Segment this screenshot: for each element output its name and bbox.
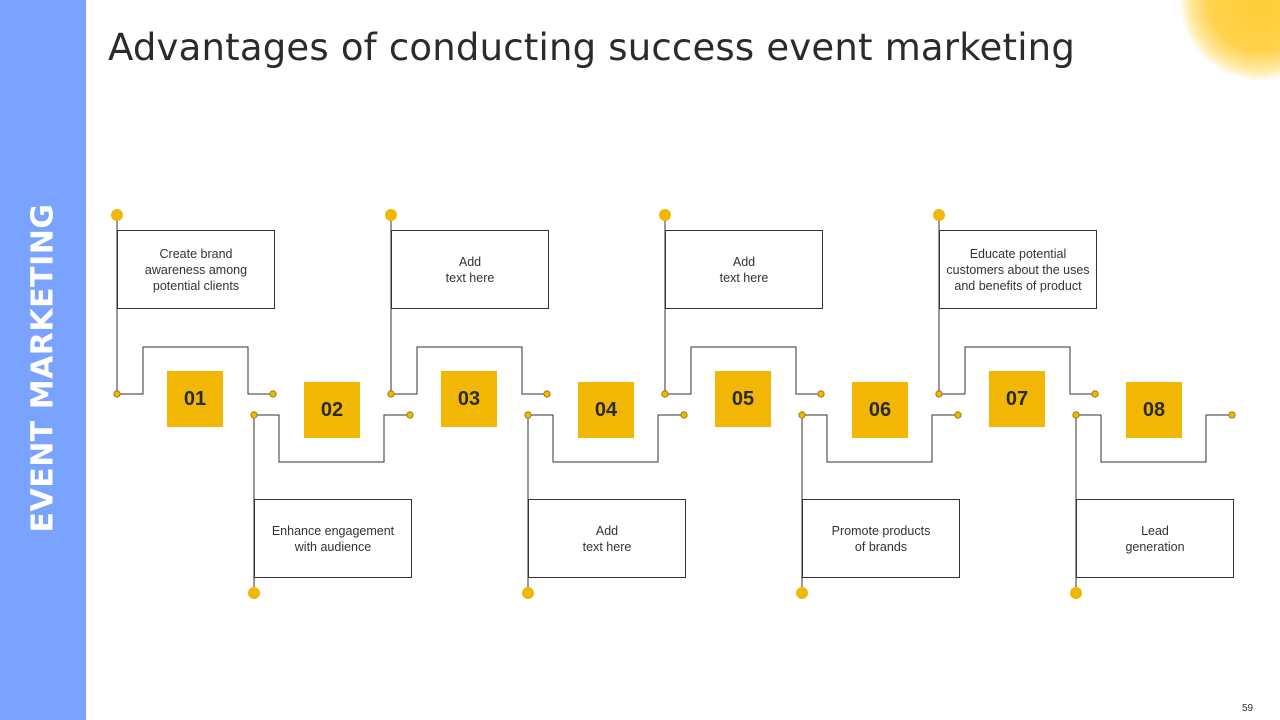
page-number: 59 [1242, 703, 1254, 714]
step-number-08: 08 [1126, 382, 1182, 438]
sidebar: EVENT MARKETING [0, 0, 86, 720]
junction-dot-left-03 [387, 390, 395, 398]
step-box-02: Enhance engagement with audience [254, 499, 412, 578]
step-number-02: 02 [304, 382, 360, 438]
step-text-08: Lead generation [1125, 523, 1185, 554]
step-box-08: Lead generation [1076, 499, 1234, 578]
step-text-02: Enhance engagement with audience [271, 523, 395, 554]
junction-dot-right-07 [1091, 390, 1099, 398]
end-dot-08 [1070, 587, 1082, 599]
end-dot-02 [248, 587, 260, 599]
step-number-06: 06 [852, 382, 908, 438]
step-number-04: 04 [578, 382, 634, 438]
end-dot-05 [659, 209, 671, 221]
step-number-01: 01 [167, 371, 223, 427]
step-text-05: Add text here [719, 254, 769, 285]
step-text-06: Promote products of brands [831, 523, 931, 554]
junction-dot-left-04 [524, 411, 532, 419]
step-box-04: Add text here [528, 499, 686, 578]
junction-dot-right-04 [680, 411, 688, 419]
step-box-03: Add text here [391, 230, 549, 309]
junction-dot-right-03 [543, 390, 551, 398]
end-dot-04 [522, 587, 534, 599]
step-number-03: 03 [441, 371, 497, 427]
step-number-07: 07 [989, 371, 1045, 427]
step-box-01: Create brand awareness among potential c… [117, 230, 275, 309]
step-box-06: Promote products of brands [802, 499, 960, 578]
end-dot-06 [796, 587, 808, 599]
junction-dot-right-05 [817, 390, 825, 398]
junction-dot-left-06 [798, 411, 806, 419]
step-box-05: Add text here [665, 230, 823, 309]
step-number-05: 05 [715, 371, 771, 427]
junction-dot-left-05 [661, 390, 669, 398]
step-text-07: Educate potential customers about the us… [946, 246, 1090, 293]
step-text-04: Add text here [582, 523, 632, 554]
end-dot-01 [111, 209, 123, 221]
end-dot-07 [933, 209, 945, 221]
junction-dot-left-01 [113, 390, 121, 398]
junction-dot-left-02 [250, 411, 258, 419]
junction-dot-right-01 [269, 390, 277, 398]
end-dot-03 [385, 209, 397, 221]
junction-dot-right-06 [954, 411, 962, 419]
step-box-07: Educate potential customers about the us… [939, 230, 1097, 309]
page-title: Advantages of conducting success event m… [108, 26, 1076, 69]
junction-dot-left-07 [935, 390, 943, 398]
junction-dot-right-08 [1228, 411, 1236, 419]
step-text-03: Add text here [445, 254, 495, 285]
junction-dot-left-08 [1072, 411, 1080, 419]
step-text-01: Create brand awareness among potential c… [144, 246, 248, 293]
junction-dot-right-02 [406, 411, 414, 419]
